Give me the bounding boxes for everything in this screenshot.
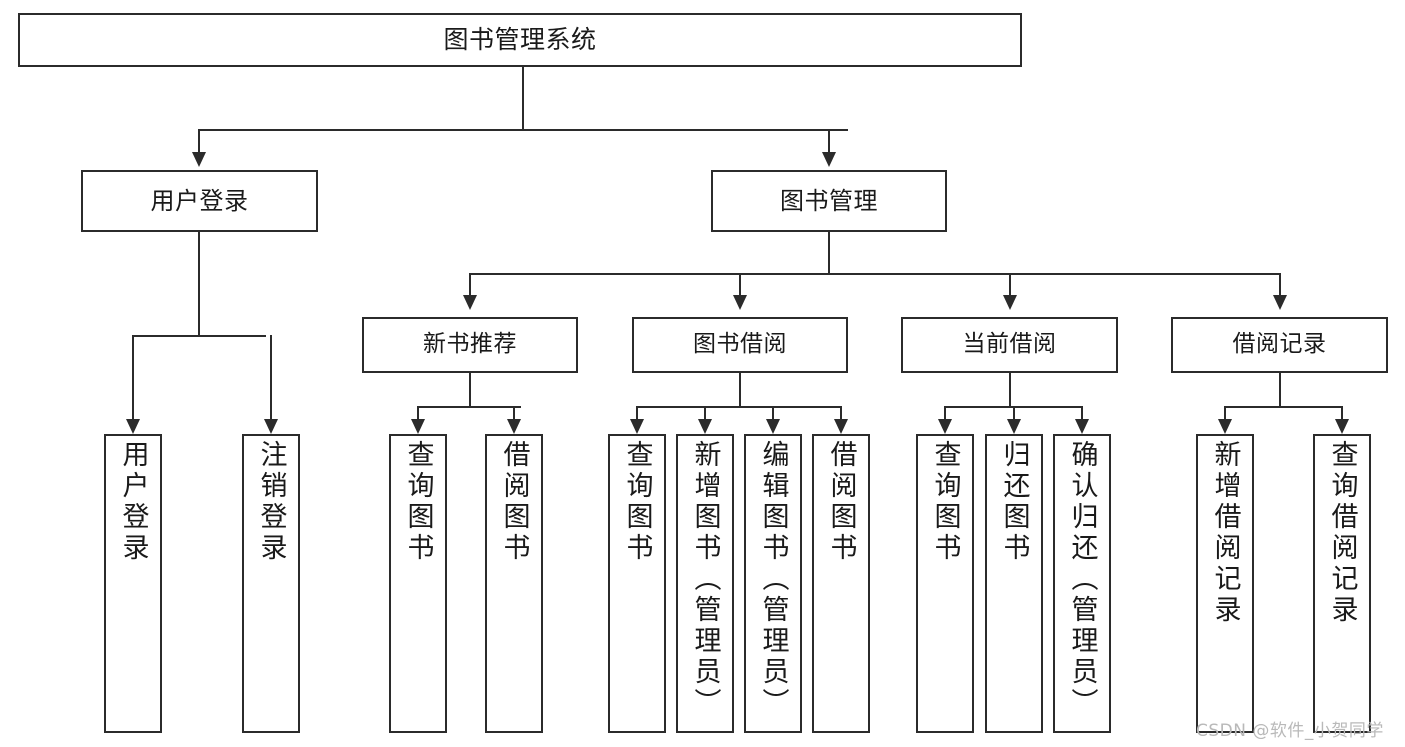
connector-book-management-stem — [828, 232, 830, 274]
connector-br-to-leaf-1 — [1224, 406, 1226, 420]
connector-bb-bus — [636, 406, 841, 408]
node-label: 图书管理 — [780, 186, 878, 215]
node-label: 确认归还（管理员） — [1066, 440, 1098, 719]
connector-root-bus — [198, 129, 848, 131]
connector-br-stem — [1279, 373, 1281, 407]
arrowhead-book-borrow — [733, 295, 747, 310]
node-leaf-borrow-record-1[interactable]: 新增借阅记录 — [1196, 434, 1254, 733]
connector-bm-to-book-borrow — [739, 273, 741, 296]
node-label: 图书借阅 — [693, 331, 787, 358]
node-label: 借阅图书 — [825, 440, 857, 564]
node-label: 用户登录 — [117, 440, 149, 564]
connector-user-login-to-leaf-2 — [270, 335, 272, 420]
arrowhead-nbr-leaf-1 — [411, 419, 425, 434]
node-label: 查询图书 — [621, 440, 653, 564]
node-user-login[interactable]: 用户登录 — [81, 170, 318, 232]
connector-bm-to-current-borrow — [1009, 273, 1011, 296]
connector-nbr-bus — [417, 406, 521, 408]
arrowhead-cb-leaf-1 — [938, 419, 952, 434]
node-book-management[interactable]: 图书管理 — [711, 170, 947, 232]
node-borrow-record[interactable]: 借阅记录 — [1171, 317, 1388, 373]
node-label: 查询图书 — [402, 440, 434, 564]
node-book-borrow[interactable]: 图书借阅 — [632, 317, 848, 373]
arrowhead-book-management — [822, 152, 836, 167]
connector-nbr-to-leaf-2 — [513, 406, 515, 420]
node-leaf-current-borrow-1[interactable]: 查询图书 — [916, 434, 974, 733]
connector-br-bus — [1224, 406, 1342, 408]
connector-book-management-bus — [469, 273, 1281, 275]
connector-bm-to-borrow-record — [1279, 273, 1281, 296]
node-label: 借阅记录 — [1232, 331, 1327, 358]
arrowhead-new-book-recommend — [463, 295, 477, 310]
connector-user-login-stem — [198, 232, 200, 336]
node-label: 编辑图书（管理员） — [757, 440, 789, 719]
connector-nbr-to-leaf-1 — [417, 406, 419, 420]
connector-bm-to-new-book — [469, 273, 471, 296]
connector-root-stem — [522, 67, 524, 130]
node-label: 新增图书（管理员） — [689, 440, 721, 719]
node-leaf-user-login-2[interactable]: 注销登录 — [242, 434, 300, 733]
node-label: 当前借阅 — [962, 331, 1057, 358]
node-leaf-book-borrow-1[interactable]: 查询图书 — [608, 434, 666, 733]
node-label: 新增借阅记录 — [1209, 440, 1241, 626]
arrowhead-br-leaf-1 — [1218, 419, 1232, 434]
arrowhead-bb-leaf-1 — [630, 419, 644, 434]
connector-root-to-user-login — [198, 129, 200, 153]
watermark-csdn: CSDN @软件_小贺同学 — [1196, 721, 1384, 741]
connector-cb-stem — [1009, 373, 1011, 407]
arrowhead-user-login-leaf-2 — [264, 419, 278, 434]
node-leaf-book-borrow-2[interactable]: 新增图书（管理员） — [676, 434, 734, 733]
node-leaf-borrow-record-2[interactable]: 查询借阅记录 — [1313, 434, 1371, 733]
connector-cb-to-leaf-1 — [944, 406, 946, 420]
node-leaf-user-login-1[interactable]: 用户登录 — [104, 434, 162, 733]
node-label: 注销登录 — [255, 440, 287, 564]
arrowhead-bb-leaf-3 — [766, 419, 780, 434]
connector-bb-to-leaf-2 — [704, 406, 706, 420]
connector-nbr-stem — [469, 373, 471, 407]
node-leaf-book-borrow-4[interactable]: 借阅图书 — [812, 434, 870, 733]
arrowhead-cb-leaf-3 — [1075, 419, 1089, 434]
arrowhead-bb-leaf-2 — [698, 419, 712, 434]
connector-cb-to-leaf-2 — [1013, 406, 1015, 420]
node-label: 借阅图书 — [498, 440, 530, 564]
node-label: 归还图书 — [998, 440, 1030, 564]
node-leaf-current-borrow-3[interactable]: 确认归还（管理员） — [1053, 434, 1111, 733]
connector-user-login-to-leaf-1 — [132, 335, 134, 420]
connector-user-login-bus — [132, 335, 266, 337]
connector-cb-to-leaf-3 — [1081, 406, 1083, 420]
node-label: 用户登录 — [150, 186, 249, 215]
arrowhead-user-login-leaf-1 — [126, 419, 140, 434]
node-leaf-book-borrow-3[interactable]: 编辑图书（管理员） — [744, 434, 802, 733]
arrowhead-bb-leaf-4 — [834, 419, 848, 434]
arrowhead-cb-leaf-2 — [1007, 419, 1021, 434]
node-current-borrow[interactable]: 当前借阅 — [901, 317, 1118, 373]
node-new-book-recommend[interactable]: 新书推荐 — [362, 317, 578, 373]
connector-bb-stem — [739, 373, 741, 407]
connector-br-to-leaf-2 — [1341, 406, 1343, 420]
node-leaf-current-borrow-2[interactable]: 归还图书 — [985, 434, 1043, 733]
node-label: 新书推荐 — [423, 331, 517, 358]
arrowhead-br-leaf-2 — [1335, 419, 1349, 434]
arrowhead-borrow-record — [1273, 295, 1287, 310]
connector-bb-to-leaf-1 — [636, 406, 638, 420]
connector-root-to-book-management — [828, 129, 830, 153]
connector-bb-to-leaf-4 — [840, 406, 842, 420]
arrowhead-current-borrow — [1003, 295, 1017, 310]
arrowhead-nbr-leaf-2 — [507, 419, 521, 434]
node-root-book-management-system[interactable]: 图书管理系统 — [18, 13, 1022, 67]
connector-bb-to-leaf-3 — [772, 406, 774, 420]
node-leaf-new-book-recommend-2[interactable]: 借阅图书 — [485, 434, 543, 733]
arrowhead-user-login — [192, 152, 206, 167]
node-leaf-new-book-recommend-1[interactable]: 查询图书 — [389, 434, 447, 733]
node-label: 查询借阅记录 — [1326, 440, 1358, 626]
node-label: 图书管理系统 — [443, 25, 597, 55]
node-label: 查询图书 — [929, 440, 961, 564]
